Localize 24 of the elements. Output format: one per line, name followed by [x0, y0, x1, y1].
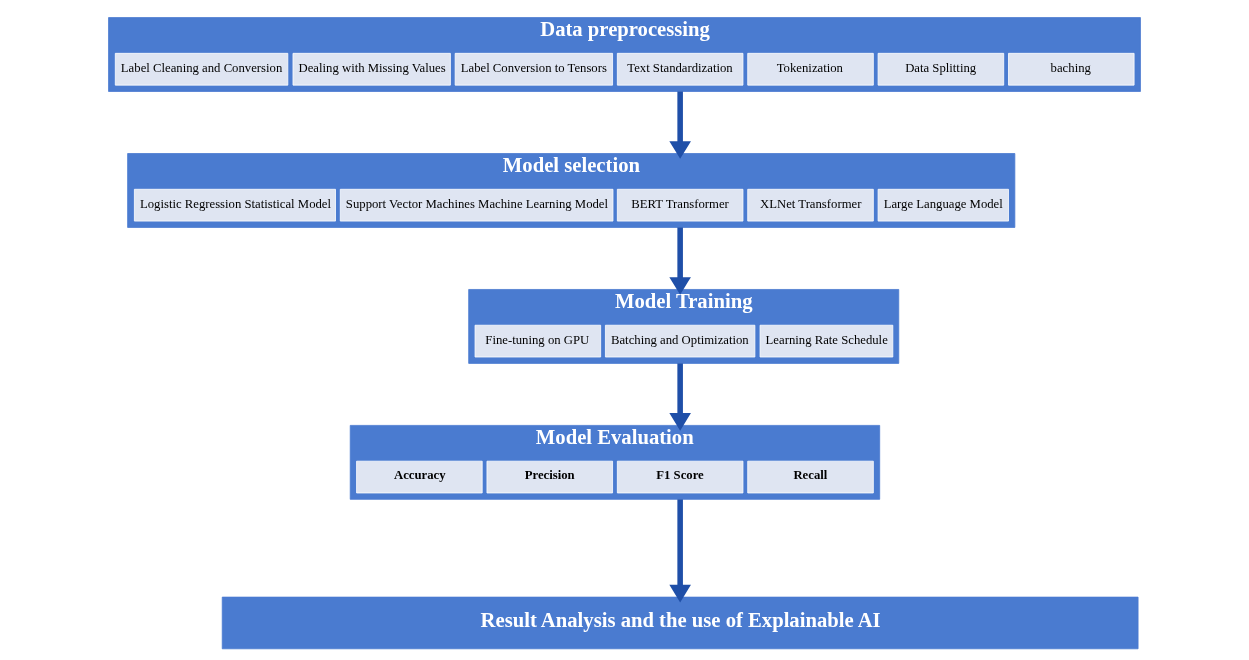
node-box: Batching and Optimization	[605, 324, 756, 358]
node-box: Fine-tuning on GPU	[474, 324, 602, 358]
arrow	[669, 91, 691, 159]
node-box: Recall	[747, 460, 874, 494]
node-box: Text Standardization	[616, 52, 744, 86]
node-box: XLNet Transformer	[747, 188, 874, 222]
node-box: Accuracy	[356, 460, 483, 494]
node-box: Learning Rate Schedule	[759, 324, 894, 358]
arrow	[669, 363, 691, 431]
node-box: BERT Transformer	[616, 188, 744, 222]
node-box: Tokenization	[747, 52, 874, 86]
node-box: F1 Score	[616, 460, 744, 494]
node-box: Dealing with Missing Values	[292, 52, 451, 86]
node-box: Logistic Regression Statistical Model	[134, 188, 336, 222]
node-box: Result Analysis and the use of Explainable AI	[221, 596, 1139, 650]
node-box: baching	[1008, 52, 1135, 86]
node-box: Large Language Model	[877, 188, 1009, 222]
node-box: Label Conversion to Tensors	[454, 52, 613, 86]
node-box: Data Splitting	[877, 52, 1005, 86]
node-box: Support Vector Machines Machine Learning Model	[339, 188, 614, 222]
arrow	[669, 227, 691, 295]
node-box: Precision	[486, 460, 613, 494]
arrow	[669, 499, 691, 603]
node-box: Label Cleaning and Conversion	[114, 52, 289, 86]
